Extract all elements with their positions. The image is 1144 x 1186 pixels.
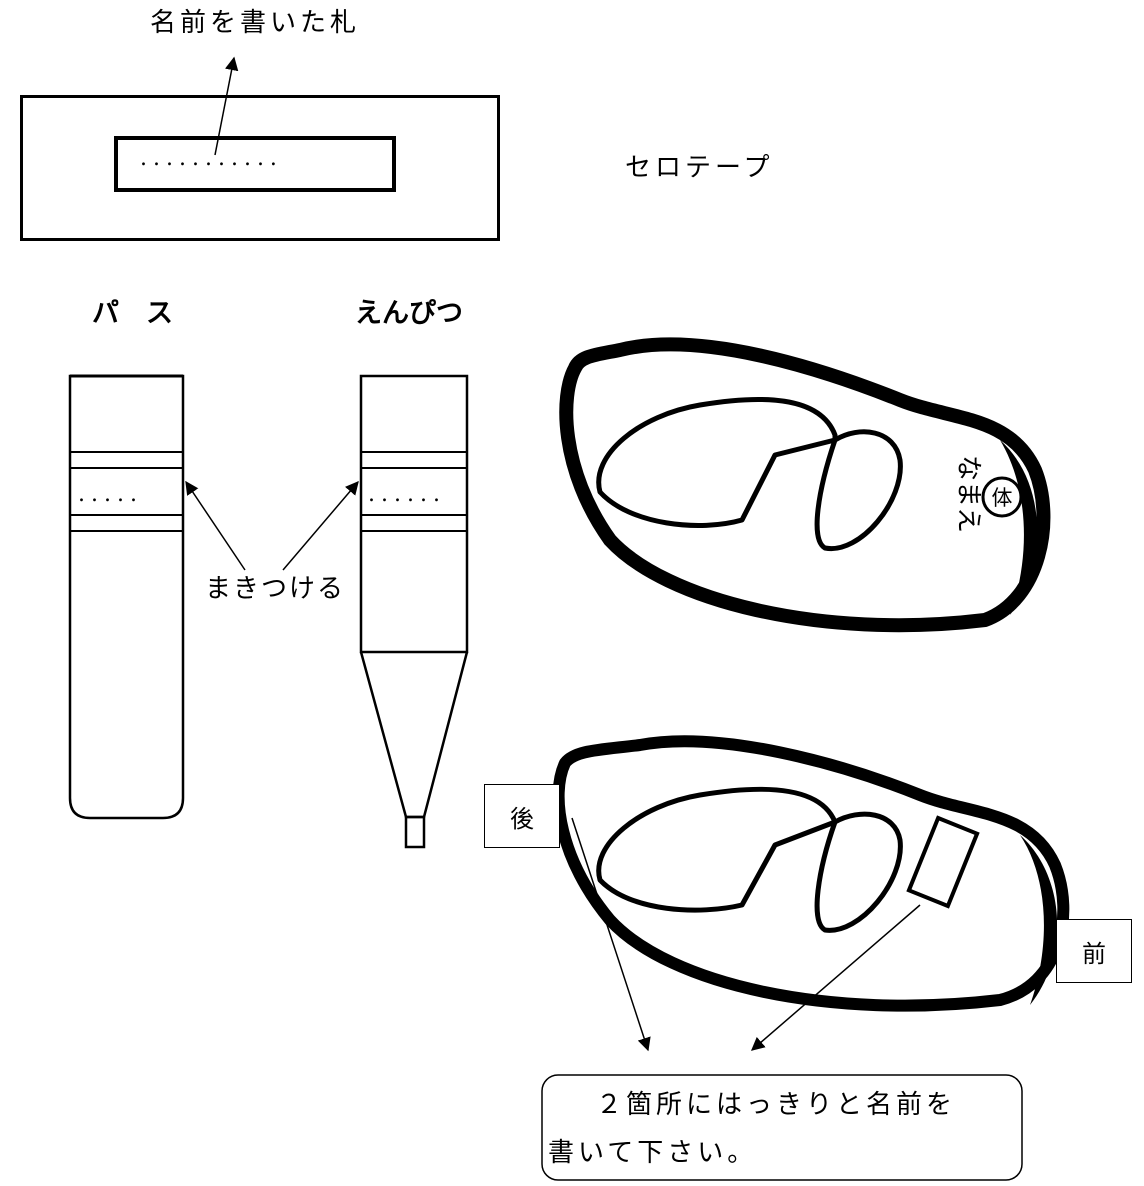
pencil-label-dots: ......	[368, 482, 446, 507]
name-card-label: 名前を書いた札	[150, 8, 361, 38]
note-line-1: ２箇所にはっきりと名前を	[596, 1090, 957, 1120]
note-arrow-back	[571, 817, 651, 1052]
pencil-title: えんぴつ	[355, 298, 463, 329]
name-card-dots: ...........	[140, 146, 283, 171]
wrap-arrow-pencil	[282, 480, 359, 571]
front-label-box: 前	[1056, 919, 1132, 983]
name-card	[114, 136, 396, 192]
pastel-title: パ ス	[92, 298, 173, 329]
back-label-box: 後	[484, 784, 560, 848]
note-arrow-front	[750, 904, 921, 1051]
wrap-arrow-pastel	[185, 480, 246, 571]
note-line-2: 書いて下さい。	[548, 1138, 758, 1168]
pastel-drawing	[68, 374, 185, 820]
wrap-label: まきつける	[205, 574, 346, 604]
shoe-top-drawing	[559, 337, 1051, 633]
shoe-name-text: なまえ	[953, 455, 983, 533]
name-card-arrow	[214, 56, 239, 156]
tape-outline	[20, 95, 500, 241]
pastel-label-dots: .....	[78, 482, 143, 507]
shoe-mark: 体	[992, 486, 1013, 510]
shoe-bottom-drawing	[552, 735, 1070, 1012]
tape-label: セロテープ	[625, 153, 774, 183]
pencil-drawing	[359, 374, 469, 849]
note-frame	[541, 1074, 1023, 1181]
